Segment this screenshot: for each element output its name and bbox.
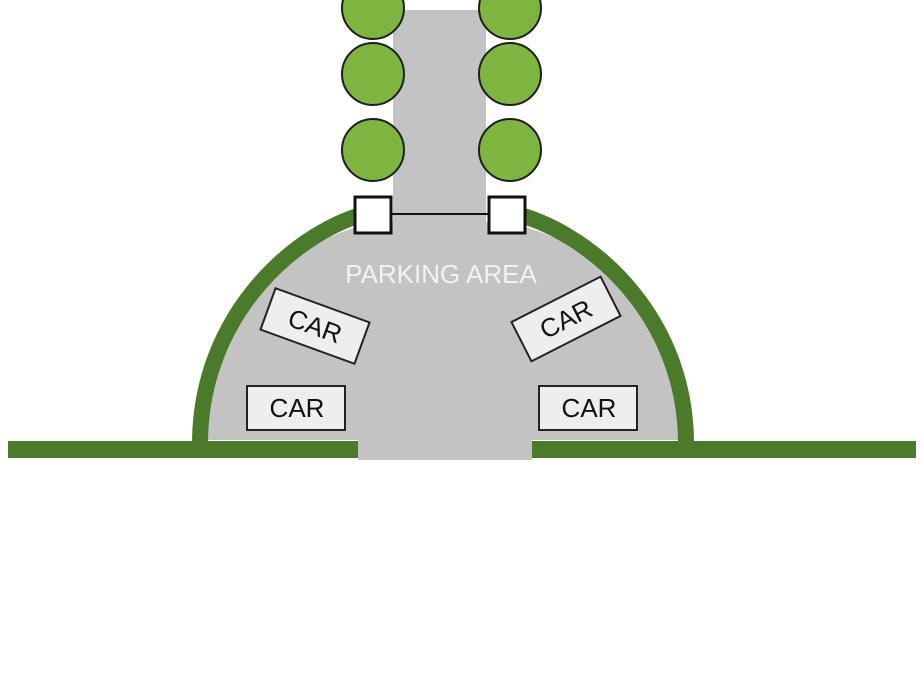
car-label: CAR bbox=[562, 393, 617, 423]
car: CAR bbox=[259, 286, 371, 366]
car-body bbox=[259, 286, 371, 366]
gate-post-icon bbox=[353, 195, 393, 235]
tree-icon bbox=[341, 0, 405, 40]
car-label: CAR bbox=[270, 393, 325, 423]
exit-road bbox=[358, 400, 532, 460]
gate-post-icon bbox=[487, 195, 527, 235]
parking-area-label: PARKING AREA bbox=[345, 259, 537, 289]
car-body bbox=[246, 385, 346, 431]
car: CAR bbox=[538, 385, 638, 431]
hedge-right bbox=[532, 441, 916, 458]
entrance-road bbox=[393, 10, 486, 235]
hedge-arc bbox=[192, 204, 694, 445]
car-body bbox=[510, 275, 622, 363]
car: CAR bbox=[246, 385, 346, 431]
hedge-left bbox=[8, 441, 358, 458]
tree-icon bbox=[478, 118, 542, 182]
tree-icon bbox=[341, 42, 405, 106]
car-body bbox=[538, 385, 638, 431]
tree-icon bbox=[478, 0, 542, 40]
tree-icon bbox=[341, 118, 405, 182]
tree-row bbox=[341, 0, 542, 182]
tree-icon bbox=[478, 42, 542, 106]
